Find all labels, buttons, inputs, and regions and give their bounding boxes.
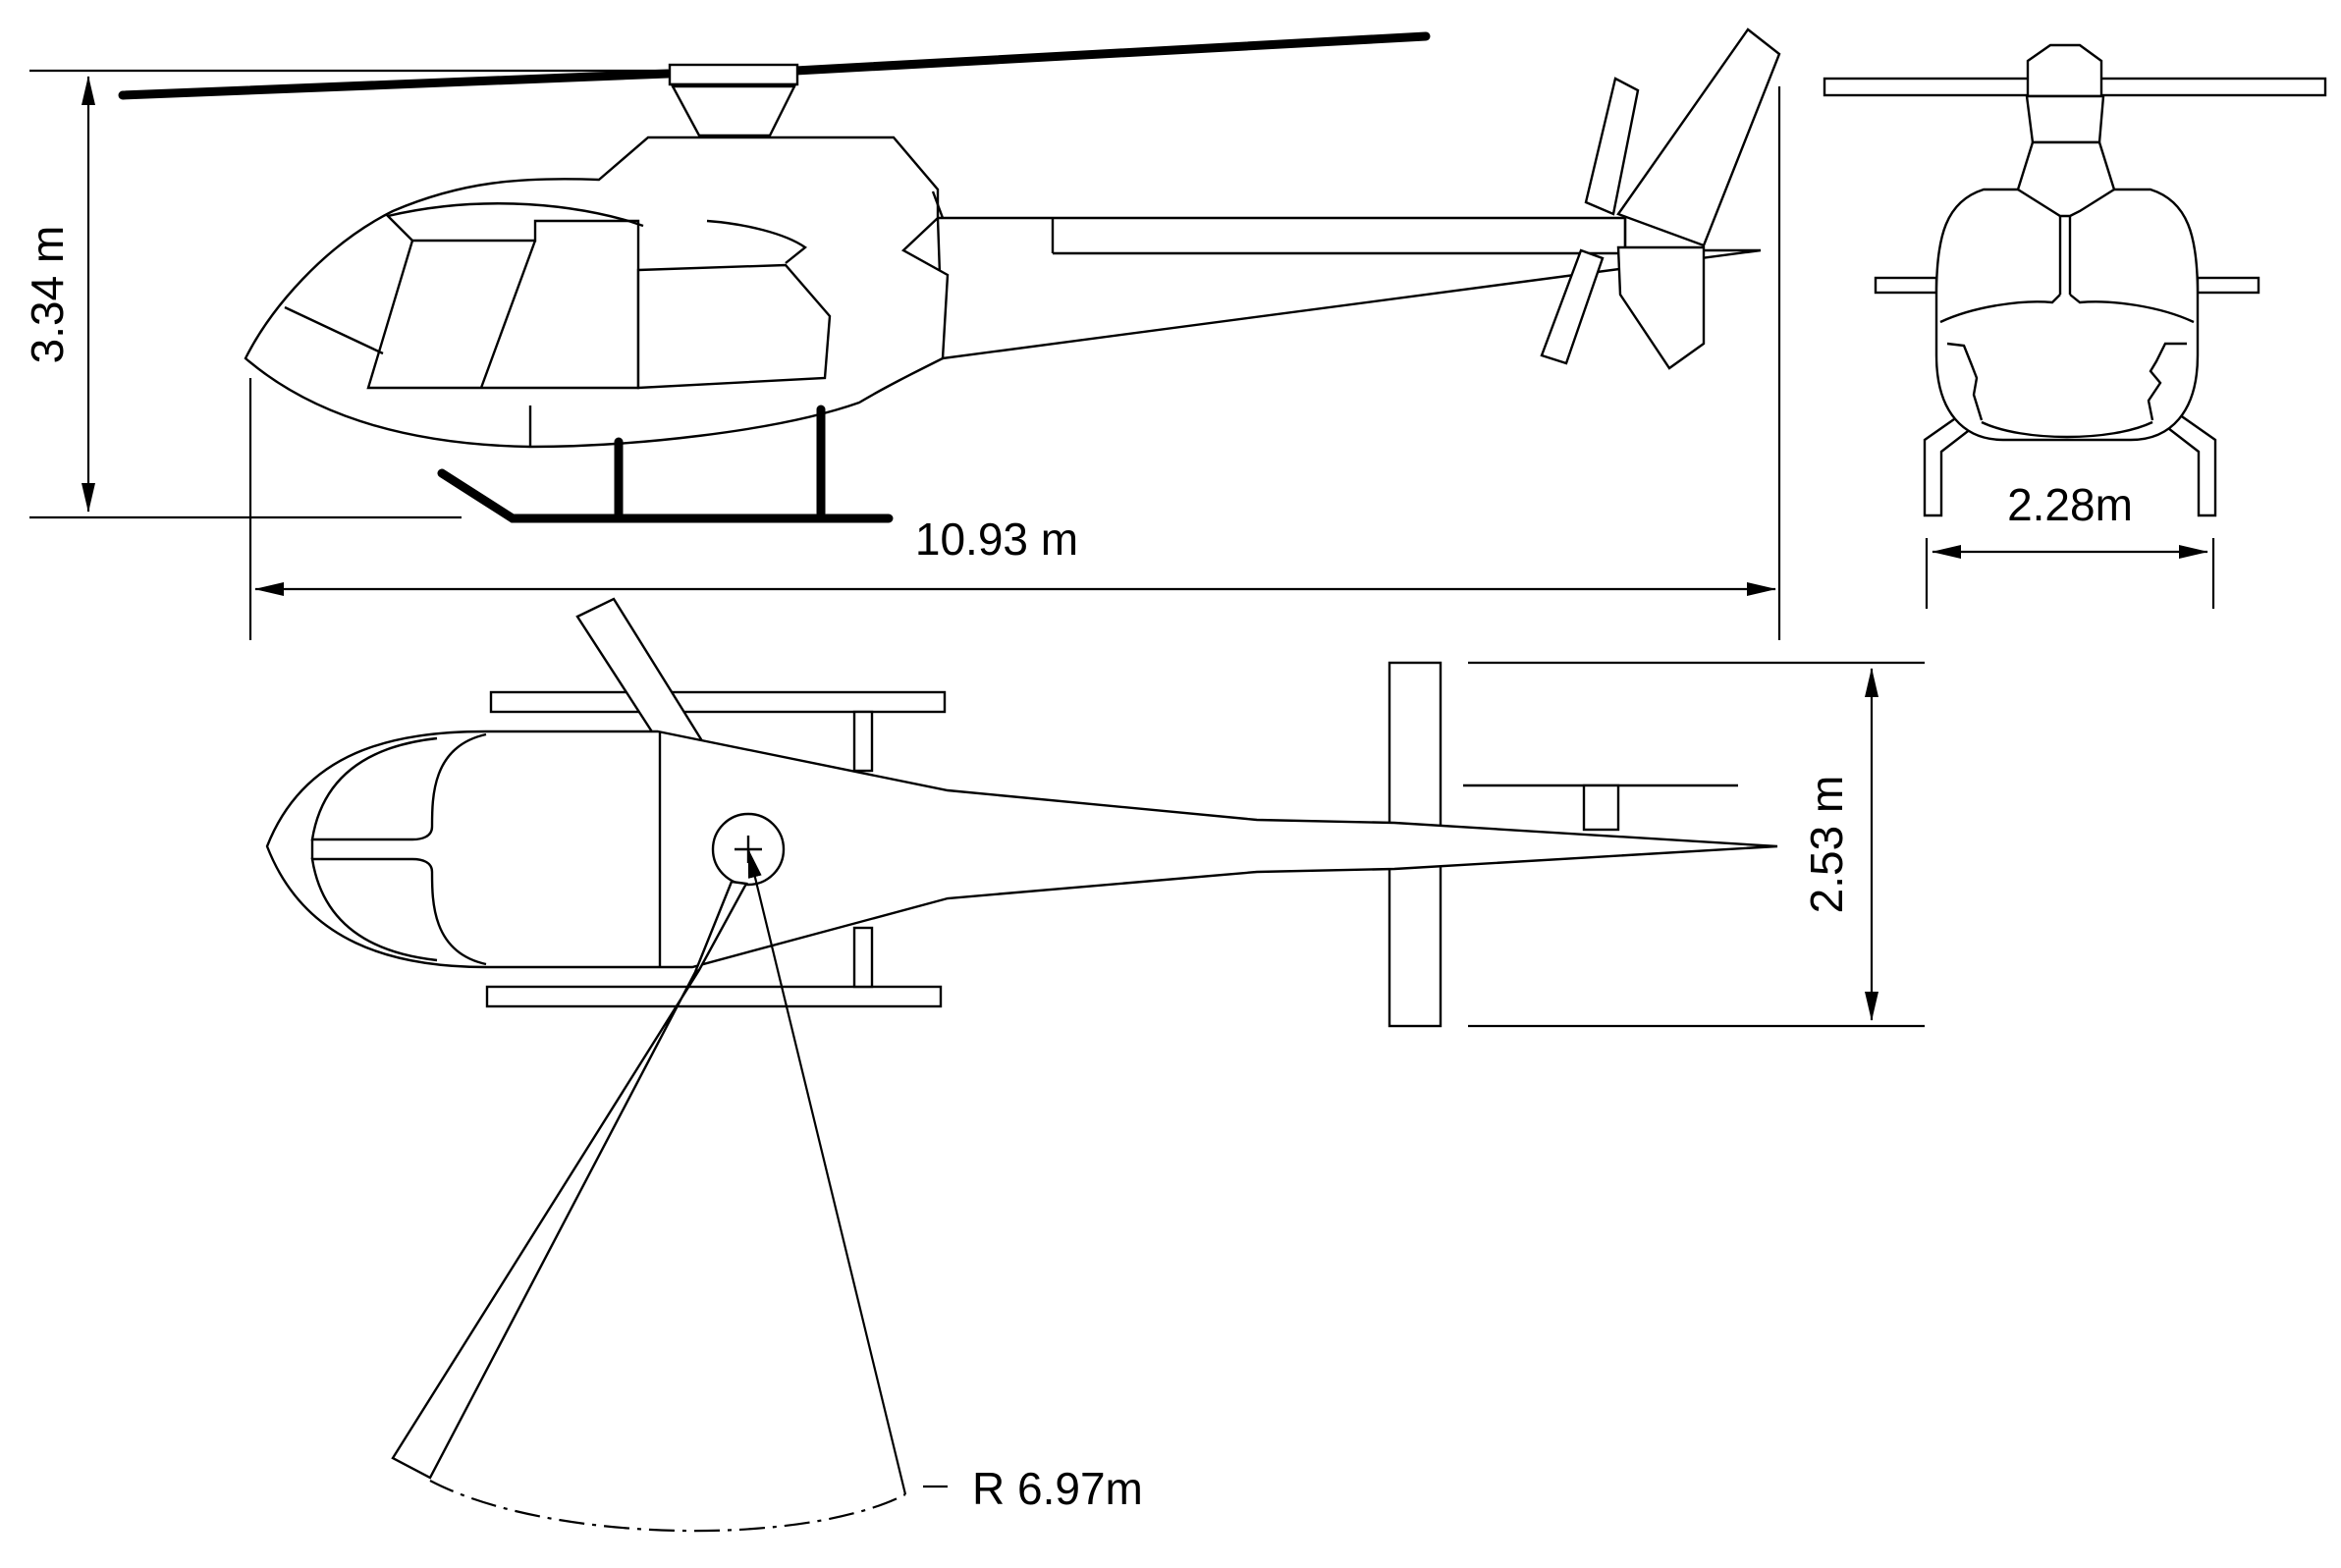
side-view bbox=[118, 27, 1781, 523]
length-dimension: 10.93 m bbox=[248, 86, 1781, 640]
front-main-rotor bbox=[1823, 43, 2327, 144]
top-rotor-blade-lower bbox=[391, 880, 748, 1480]
front-side-fins bbox=[1874, 276, 2260, 295]
side-main-rotor bbox=[118, 31, 1431, 137]
side-fuselage bbox=[244, 135, 950, 449]
rotor-radius-annotation: R 6.97m bbox=[429, 848, 1143, 1533]
side-skids bbox=[437, 405, 894, 523]
front-view bbox=[1823, 43, 2327, 517]
tail-span-dimension: 2.53 m bbox=[1468, 661, 1925, 1028]
top-skids bbox=[485, 690, 947, 1008]
skid-width-label: 2.28m bbox=[2007, 479, 2133, 530]
rotor-radius-label: R 6.97m bbox=[972, 1463, 1143, 1514]
top-tail-rotor bbox=[1463, 784, 1738, 832]
skid-width-dimension: 2.28m bbox=[1925, 479, 2215, 609]
top-fuselage bbox=[265, 730, 1778, 969]
tail-span-label: 2.53 m bbox=[1801, 776, 1852, 914]
height-dimension: 3.34 m bbox=[22, 69, 668, 519]
length-label: 10.93 m bbox=[915, 514, 1078, 565]
front-fuselage bbox=[1934, 140, 2200, 442]
height-label: 3.34 m bbox=[22, 226, 73, 364]
side-tail-fins bbox=[1540, 27, 1781, 370]
top-view: R 6.97m bbox=[265, 597, 1778, 1533]
